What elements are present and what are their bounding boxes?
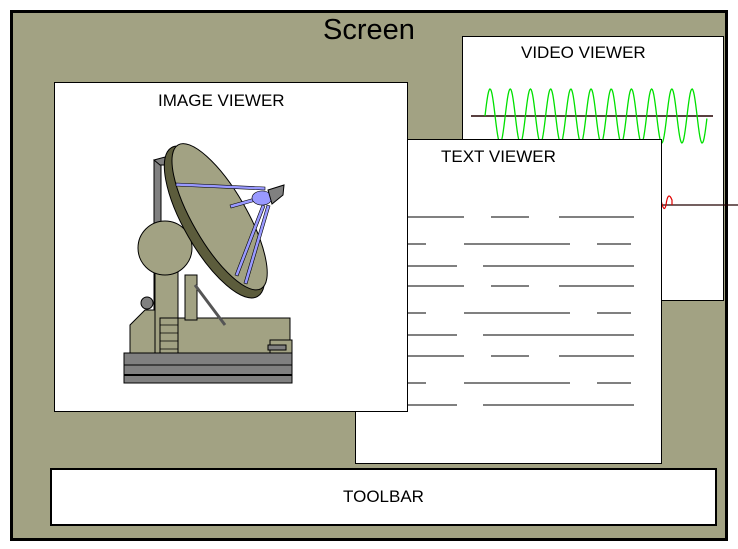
text-viewer-label: TEXT VIEWER (441, 147, 556, 166)
satellite-dish-icon (123, 143, 293, 384)
video-viewer-label: VIDEO VIEWER (521, 43, 646, 62)
image-viewer-label: IMAGE VIEWER (158, 91, 285, 110)
toolbar[interactable]: TOOLBAR (50, 468, 717, 526)
image-viewer-window[interactable]: IMAGE VIEWER (54, 82, 408, 412)
toolbar-label: TOOLBAR (343, 487, 424, 506)
screen-title: Screen (323, 14, 415, 46)
